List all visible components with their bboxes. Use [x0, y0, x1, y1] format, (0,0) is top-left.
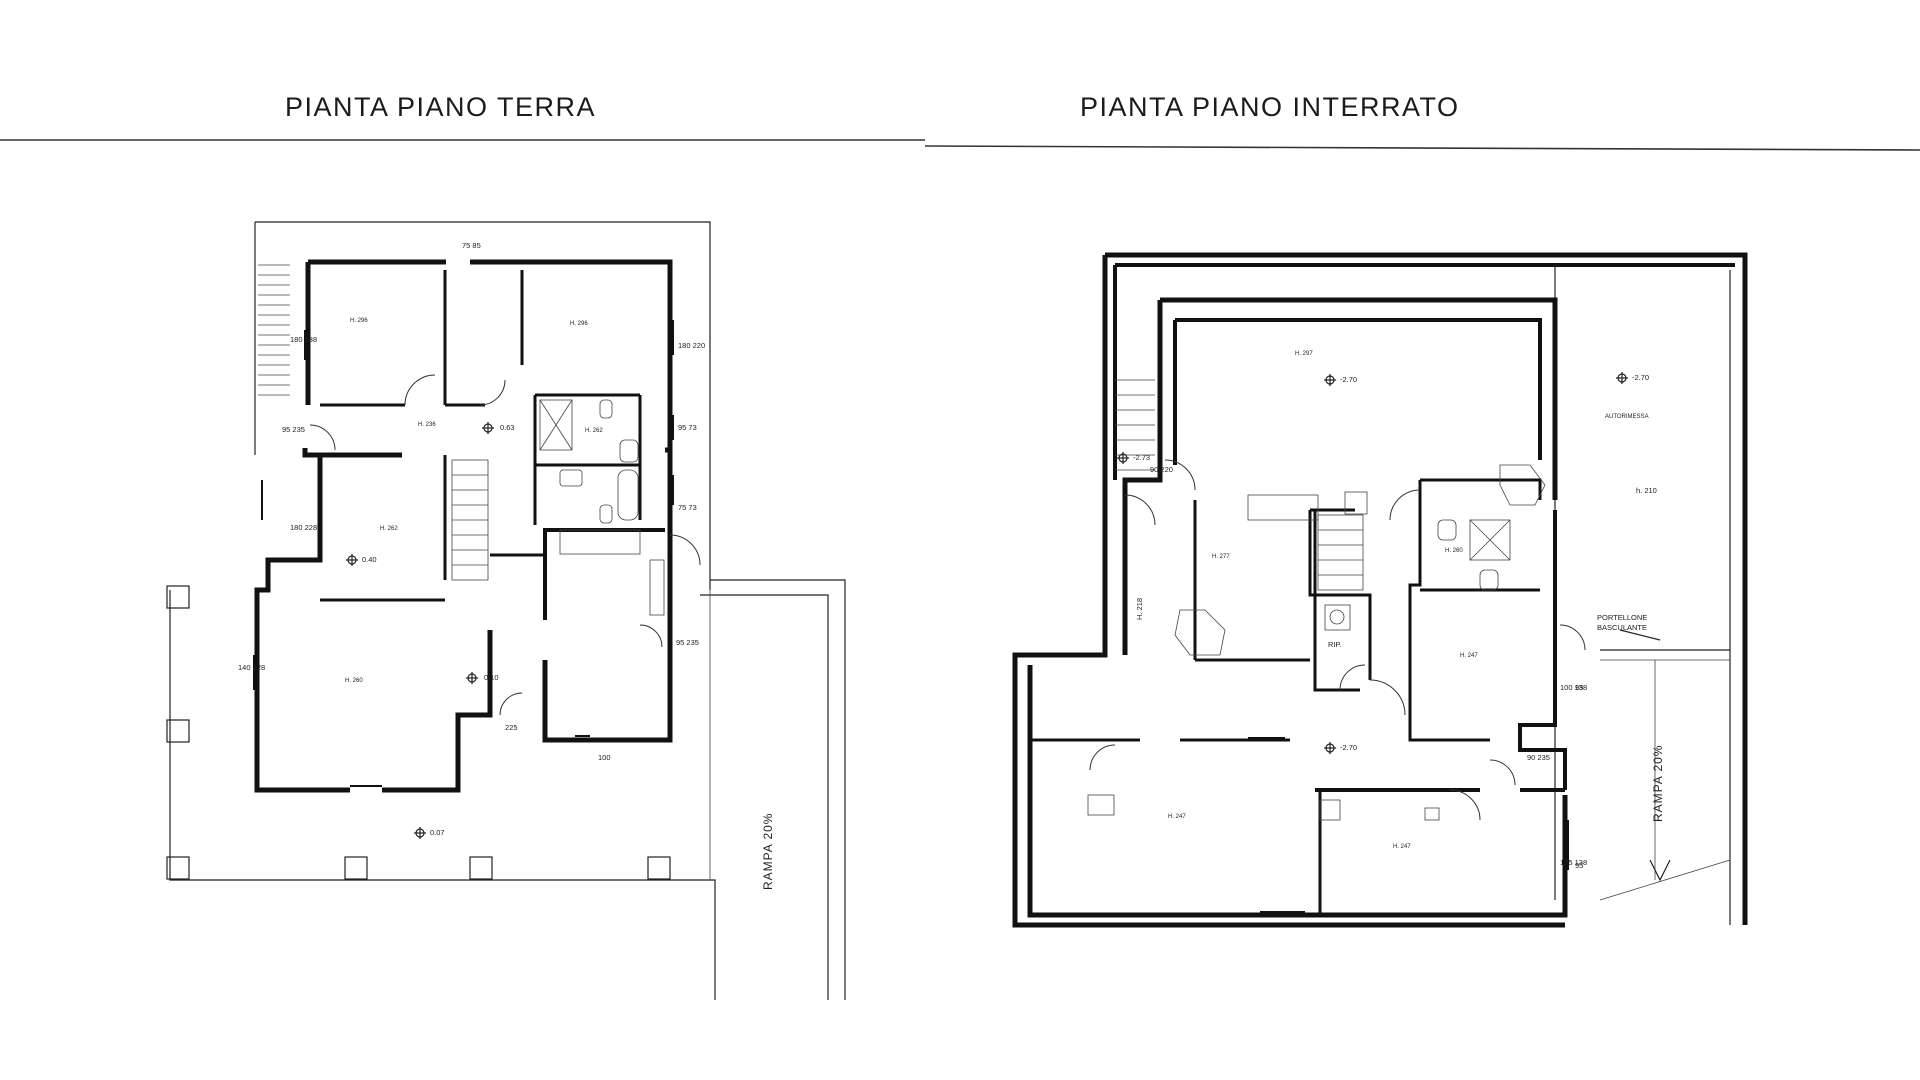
- bs-room-height-2: H. 277: [1212, 554, 1230, 560]
- basement-title: PIANTA PIANO INTERRATO: [1080, 92, 1460, 122]
- bs-room-height-3: H. 260: [1445, 548, 1463, 554]
- ground-floor-plan: H. 296 H. 296 H. 236 H. 262 H. 262 H. 26…: [166, 221, 846, 1000]
- bs-label-rip: RIP.: [1328, 640, 1342, 649]
- ground-floor-title: PIANTA PIANO TERRA: [285, 92, 597, 122]
- gf-room-height-3: H. 236: [418, 422, 436, 428]
- bs-room-height-7: h. 210: [1636, 486, 1657, 495]
- bs-level-3: -2.73: [1133, 453, 1150, 462]
- bs-ramp-label: RAMPA 20%: [1651, 745, 1665, 822]
- bs-garage-door-label-1: PORTELLONE: [1597, 613, 1647, 622]
- bs-room-height-4: H. 247: [1460, 653, 1478, 659]
- bs-level-2: -2.70: [1632, 373, 1649, 382]
- bs-room-height-5: H. 247: [1168, 814, 1186, 820]
- bs-window-dim-1: 90 220: [1150, 465, 1173, 474]
- gf-level-2: 0.40: [362, 555, 377, 564]
- gf-window-dim-4: 140 228: [238, 663, 265, 672]
- bs-extra-dim-2: 95: [1575, 861, 1583, 870]
- bs-window-dim-4: 175 138: [1560, 858, 1587, 867]
- gf-level-1: 0.63: [500, 423, 515, 432]
- gf-room-height-1: H. 296: [350, 318, 368, 324]
- basement-plan: H. 297 H. 277 H. 260 H. 247 H. 247 H. 24…: [1012, 252, 1748, 928]
- bs-room-height-6: H. 247: [1393, 844, 1411, 850]
- gf-window-dim-6: 95 73: [678, 423, 697, 432]
- gf-window-dim-11: 100: [598, 753, 611, 762]
- gf-window-dim-9: 75 85: [462, 241, 481, 250]
- gf-room-height-5: H. 262: [380, 526, 398, 532]
- gf-window-dim-8: 95 235: [676, 638, 699, 647]
- gf-window-dim-7: 75 73: [678, 503, 697, 512]
- bs-level-4: -2.70: [1340, 743, 1357, 752]
- bs-room-height-1: H. 297: [1295, 351, 1313, 357]
- bs-room-height-8: H. 218: [1135, 598, 1144, 620]
- bs-extra-dim-1: 95: [1575, 683, 1583, 692]
- title-rule-right: [924, 145, 1920, 151]
- gf-level-4: 0.07: [430, 828, 445, 837]
- gf-window-dim-5: 180 220: [678, 341, 705, 350]
- bs-window-dim-2: 100 138: [1560, 683, 1587, 692]
- gf-room-height-4: H. 262: [585, 428, 603, 434]
- gf-window-dim-3: 180 228: [290, 523, 317, 532]
- gf-level-3: 0.10: [484, 673, 499, 682]
- bs-label-autorimessa: AUTORIMESSA: [1605, 414, 1649, 420]
- bs-garage-door-label-2: BASCULANTE: [1597, 623, 1647, 632]
- gf-room-height-2: H. 296: [570, 321, 588, 327]
- bs-window-dim-3: 90 235: [1527, 753, 1550, 762]
- gf-room-height-6: H. 260: [345, 678, 363, 684]
- gf-window-dim-10: 225: [505, 723, 518, 732]
- gf-window-dim-2: 95 235: [282, 425, 305, 434]
- bs-level-1: -2.70: [1340, 375, 1357, 384]
- gf-window-dim-1: 180 138: [290, 335, 317, 344]
- gf-ramp-label: RAMPA 20%: [761, 813, 775, 890]
